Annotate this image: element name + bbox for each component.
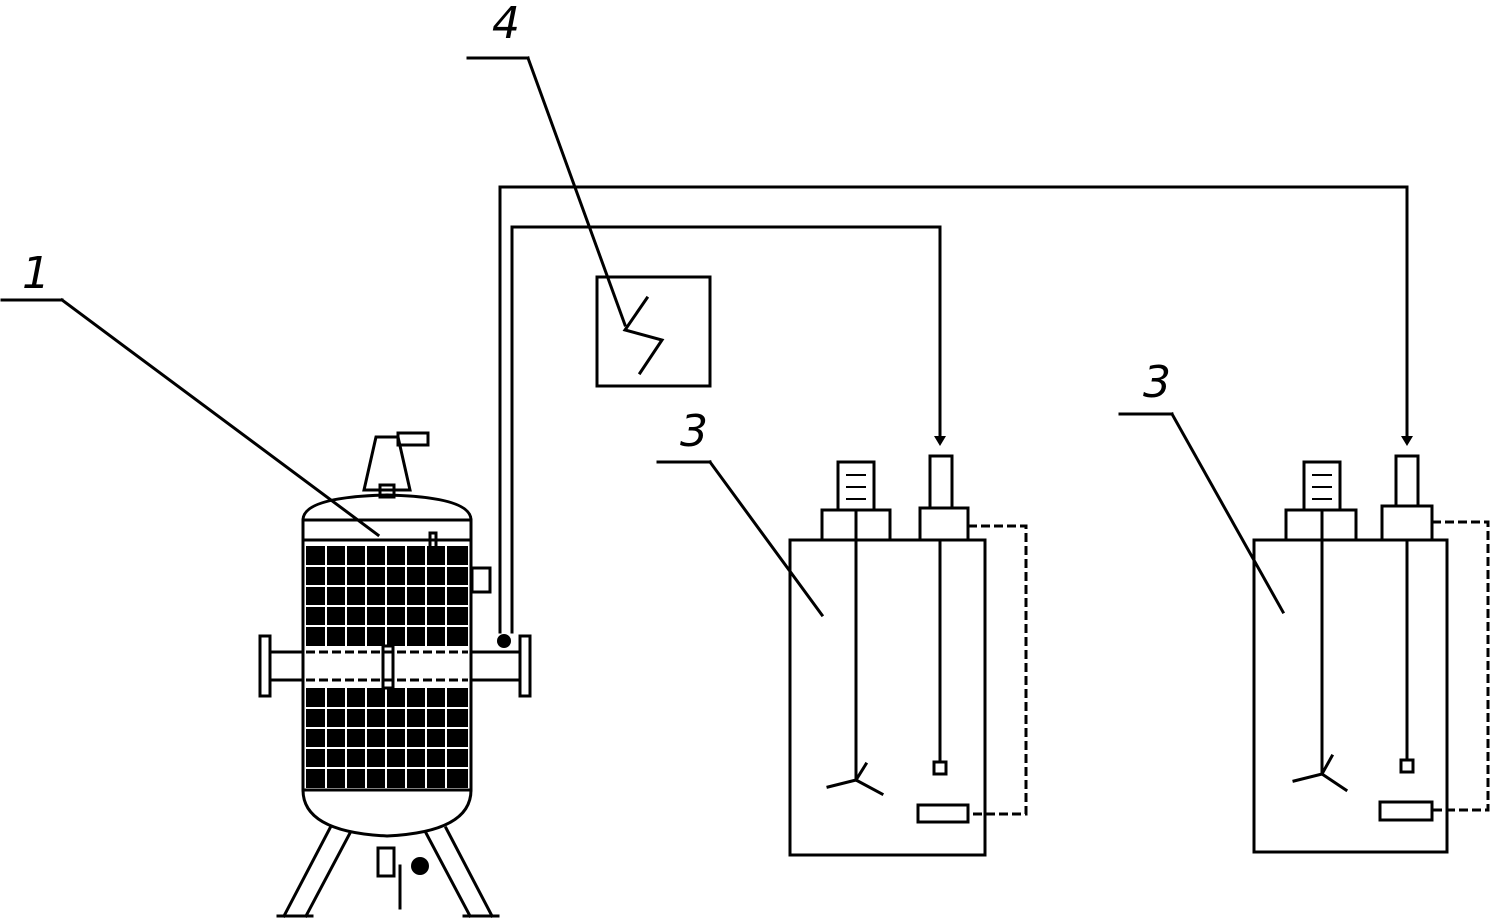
callout-4: 4 bbox=[466, 0, 627, 327]
callout-3-left: 3 bbox=[656, 406, 825, 618]
callout-3-right: 3 bbox=[1118, 357, 1286, 615]
reactor-tank-left bbox=[788, 454, 1028, 857]
lightning-icon bbox=[622, 295, 665, 376]
connecting-pipes bbox=[498, 185, 1413, 634]
callout-1: 1 bbox=[0, 248, 381, 538]
label-3-left: 3 bbox=[680, 406, 708, 457]
controller-box bbox=[595, 275, 712, 388]
label-3-right: 3 bbox=[1143, 357, 1171, 408]
filter-vessel bbox=[258, 431, 532, 919]
label-4: 4 bbox=[492, 0, 520, 49]
reactor-tank-right bbox=[1252, 454, 1490, 854]
label-1: 1 bbox=[22, 248, 50, 299]
